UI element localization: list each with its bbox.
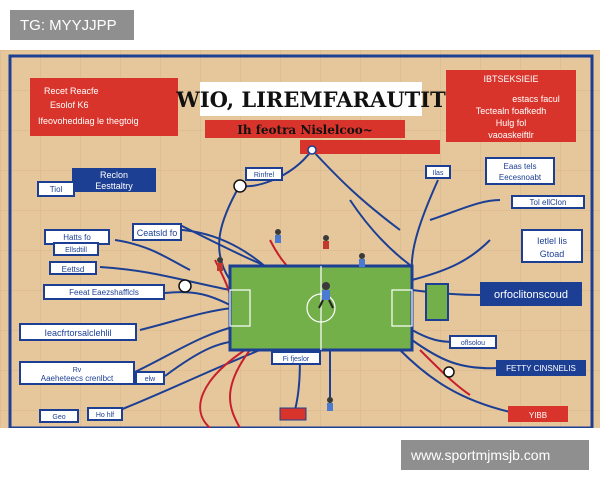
label-box: [480, 282, 582, 306]
ball-icon: [307, 145, 317, 155]
watermark-top-text: TG: MYYJJPP: [20, 16, 117, 34]
player-icon: [327, 397, 333, 411]
red-box-right-line: estacs facul: [512, 94, 560, 104]
side-pitch-card: [425, 283, 449, 321]
diagram-label: Fi fjeslor: [283, 356, 310, 363]
label-box: [485, 157, 555, 185]
player-icon: [359, 253, 365, 267]
poster-title: WIO, LIREMFARAUTIT: [175, 87, 446, 112]
watermark-bottom-text: www.sportmjmsjb.com: [411, 447, 551, 463]
diagram-label: Gtoad: [540, 249, 565, 259]
label-box: [19, 323, 137, 341]
diagram-label: Reclon: [100, 170, 128, 180]
diagram-label: Eaas tels: [504, 162, 537, 171]
label-box: [72, 168, 156, 192]
red-box-right-line: Tectealn foafkedh: [476, 106, 547, 116]
connector-lines: [99, 149, 511, 428]
diagram-label: Eettsd: [62, 265, 85, 274]
player-figures: [217, 229, 365, 411]
title-banner: WIO, LIREMFARAUTIT Ih feotra Nislelcoo~: [175, 82, 446, 154]
player-icon: [318, 282, 334, 309]
label-box: [53, 242, 99, 256]
diagram-label: Ieacfrtorsalclehlil: [44, 328, 111, 338]
diagram-label: Hatts fo: [63, 233, 91, 242]
player-icon: [323, 235, 329, 249]
label-box: [271, 351, 321, 365]
ball-icon: [443, 366, 455, 378]
diagram-label: Ilas: [433, 170, 444, 177]
player-icon: [217, 257, 223, 271]
label-box: [39, 409, 79, 423]
watermark-top: TG: MYYJJPP: [10, 10, 134, 40]
label-box: [87, 407, 123, 421]
label-box: [37, 181, 75, 197]
label-box: [508, 406, 568, 422]
diagram-label: YIBB: [529, 411, 547, 420]
diagram-label: Aaeheteecs crenlbct: [41, 374, 114, 383]
watermark-bottom: www.sportmjmsjb.com: [401, 440, 589, 470]
red-box-right-line: IBTSEKSIEIE: [483, 74, 538, 84]
label-box: [19, 361, 135, 385]
red-box-left-line: Ifeovoheddiag le thegtoig: [38, 116, 139, 126]
tactics-diagram: WIO, LIREMFARAUTIT Ih feotra Nislelcoo~: [0, 50, 600, 428]
label-box: [43, 284, 165, 300]
red-box-right-line: Hulg fol: [496, 118, 527, 128]
label-box: [425, 165, 451, 179]
player-icon: [275, 229, 281, 243]
diagram-label: Rinfrel: [254, 172, 275, 179]
diagram-label: Geo: [52, 414, 65, 421]
label-box: [135, 371, 165, 385]
label-box: [521, 229, 583, 263]
diagram-label: elw: [145, 376, 156, 383]
diagram-label: oflsolou: [461, 340, 485, 347]
ball-icons: [142, 145, 455, 421]
diagram-label: Tol ellClon: [530, 198, 567, 207]
red-box-right: [446, 70, 576, 142]
diagram-label: Ietlel lis: [537, 236, 568, 246]
diagram-label: FETTY CINSNELIS: [506, 364, 576, 373]
diagram-label: Eesttaltry: [95, 181, 133, 191]
diagram-label: orfoclitonscoud: [494, 289, 568, 301]
poster-subtitle: Ih feotra Nislelcoo~: [237, 123, 373, 137]
label-box: [49, 261, 97, 275]
red-box-left-line: Esolof K6: [50, 100, 89, 110]
diagram-label: Eecesnoabt: [499, 173, 542, 182]
diagram-labels: [19, 157, 586, 423]
diagram-label: Tiol: [50, 185, 63, 194]
red-box-right-line: vaoaskeiftlr: [488, 130, 534, 140]
ball-icon: [233, 179, 247, 193]
label-box: [132, 223, 182, 241]
poster-frame: [8, 54, 594, 428]
tactics-poster: WIO, LIREMFARAUTIT Ih feotra Nislelcoo~: [0, 50, 600, 428]
football-pitch: [228, 264, 449, 352]
diagram-label: Ceatsld fo: [137, 228, 178, 238]
diagram-label: Rv: [73, 367, 82, 374]
red-box-left: [30, 78, 178, 136]
diagram-label: Feeat Eaezshafflcls: [69, 288, 139, 297]
red-box-left-line: Recet Reacfe: [44, 86, 99, 96]
diagram-label: Ho hlf: [96, 412, 114, 419]
label-box: [511, 195, 585, 209]
red-marker: [279, 407, 307, 421]
ball-icon: [178, 279, 192, 293]
diagram-label: Ellsdtill: [65, 247, 87, 254]
label-box: [496, 360, 586, 376]
label-box: [245, 167, 283, 181]
label-box: [449, 335, 497, 349]
